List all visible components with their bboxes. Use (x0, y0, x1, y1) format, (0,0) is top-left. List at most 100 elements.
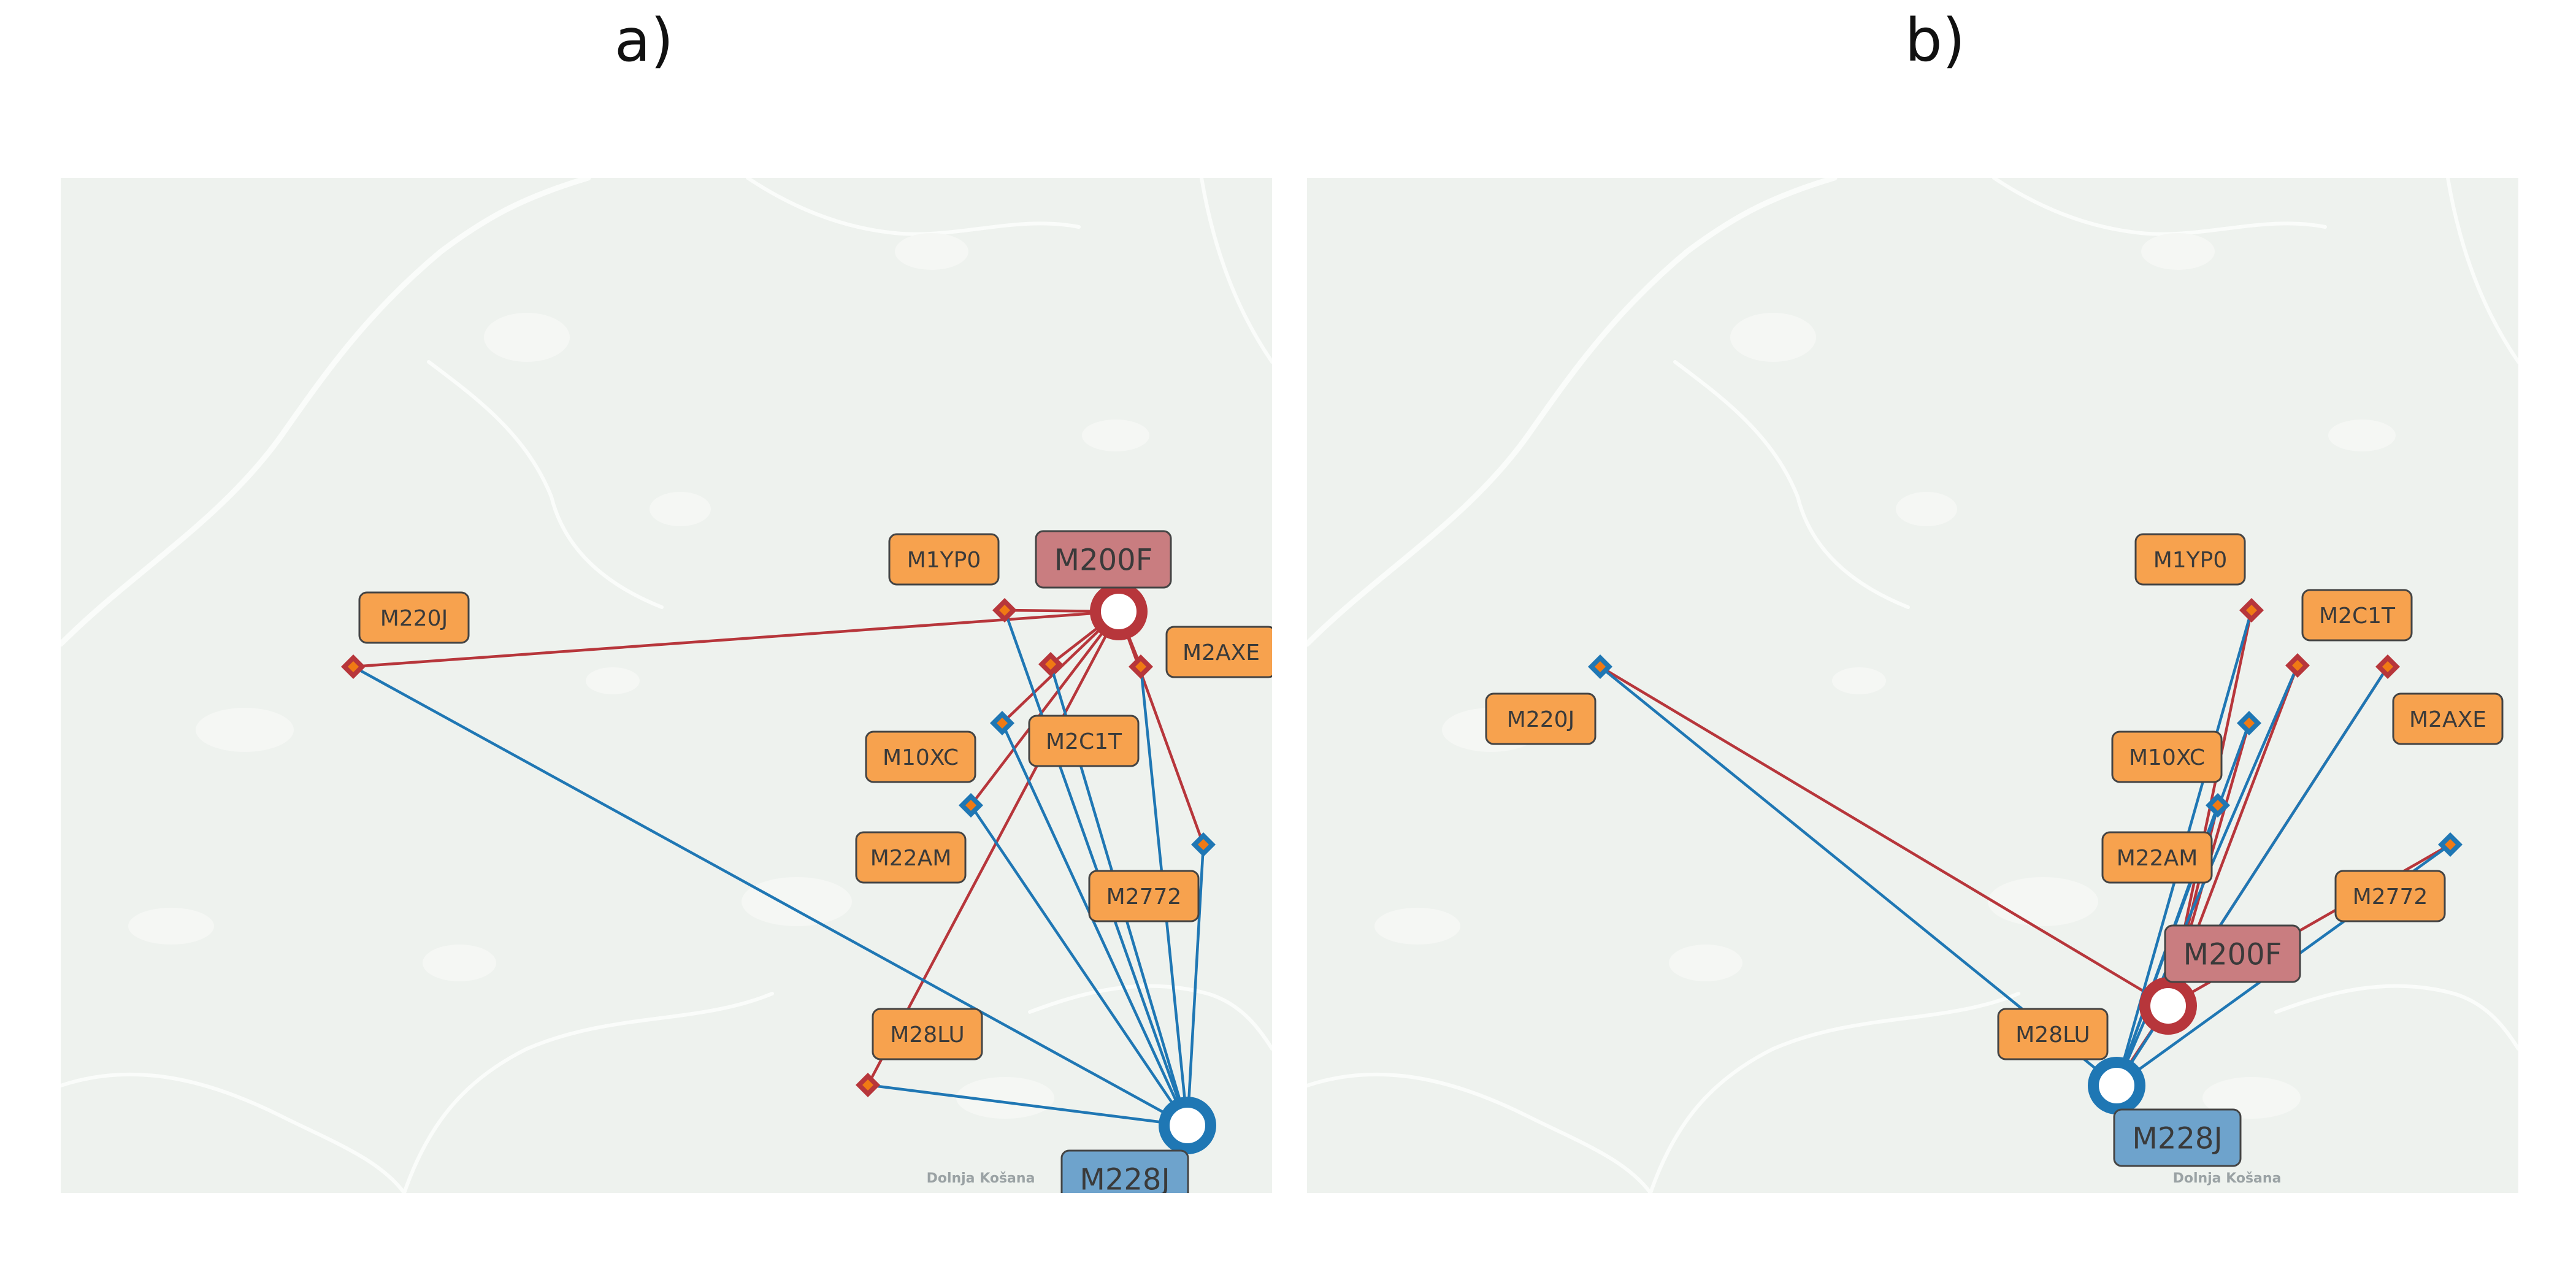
map-patch (650, 492, 711, 526)
station-label-M2AXE-text: M2AXE (2409, 707, 2486, 732)
station-label-M220J-box (1485, 692, 1597, 745)
map-place-label: Dolnja Košana (927, 1171, 1035, 1186)
station-marker-M2772[interactable] (1191, 832, 1216, 857)
map-patch (2141, 233, 2215, 270)
map-background (61, 178, 1272, 1193)
station-label-M10XC-box (865, 730, 976, 783)
source-ring-icon[interactable] (2139, 977, 2197, 1035)
station-marker-M10XC[interactable] (2237, 711, 2261, 735)
link-sink-M1YP0 (1003, 610, 1189, 1126)
station-label-M10XC-box (2111, 730, 2223, 783)
station-label-M1YP0-text: M1YP0 (907, 548, 981, 573)
station-label-M28LU-box (1997, 1008, 2109, 1060)
station-marker-M2C1T[interactable] (1038, 652, 1063, 677)
station-label-M1YP0-box (2134, 533, 2246, 586)
map-background (1307, 178, 2518, 1193)
station-label-M2C1T: M2C1T (2301, 589, 2413, 642)
diamond-core (2292, 660, 2303, 671)
diamond-core (348, 661, 359, 672)
map-road (746, 178, 1081, 236)
station-marker-M2AXE[interactable] (2375, 654, 2400, 679)
sink-ring-icon[interactable] (2088, 1057, 2145, 1114)
map-patch (1896, 492, 1957, 526)
station-marker-M2AXE[interactable] (1129, 654, 1153, 679)
diamond-core (1135, 661, 1146, 672)
station-label-M10XC: M10XC (2111, 730, 2223, 783)
map-patch (1988, 877, 2098, 926)
station-marker-M22AM[interactable] (959, 793, 983, 818)
station-label-M2AXE-box (1165, 626, 1272, 678)
map-road (1028, 984, 1272, 1051)
map-road (1992, 178, 2327, 236)
map-patch (484, 313, 570, 362)
station-label-M28LU: M28LU (1997, 1008, 2109, 1060)
source-label-box (1035, 530, 1172, 589)
sink-label-text: M228J (2132, 1121, 2222, 1156)
station-marker-M10XC[interactable] (990, 711, 1014, 735)
map-patch (128, 908, 214, 945)
station-label-M1YP0: M1YP0 (2134, 533, 2246, 586)
map-road (427, 360, 664, 609)
station-label-M22AM: M22AM (2101, 831, 2213, 884)
station-marker-M220J[interactable] (1588, 654, 1612, 679)
map-patch (895, 233, 968, 270)
link-source-M22AM (970, 610, 1120, 807)
station-label-M10XC: M10XC (865, 730, 976, 783)
link-sink-M10XC (1000, 723, 1189, 1126)
map-road (402, 992, 774, 1193)
map-patch (1730, 313, 1816, 362)
sink-label-text: M228J (1079, 1162, 1170, 1193)
diamond-core (1045, 659, 1056, 670)
sink-label-box (1060, 1149, 1189, 1193)
station-label-M28LU-text: M28LU (890, 1022, 964, 1048)
station-marker-M2C1T[interactable] (2285, 653, 2310, 678)
station-label-M28LU: M28LU (872, 1008, 983, 1060)
link-sink-M2772 (1186, 844, 1205, 1126)
station-label-M22AM-box (2101, 831, 2213, 884)
station-label-M2C1T: M2C1T (1028, 715, 1140, 767)
station-label-M220J-text: M220J (380, 606, 448, 631)
station-marker-M220J[interactable] (341, 654, 366, 679)
station-label-M2AXE-box (2392, 692, 2504, 745)
station-label-M2772-text: M2772 (1106, 884, 1182, 910)
sink-label-box (2113, 1108, 2242, 1167)
station-label-M2AXE-text: M2AXE (1183, 640, 1260, 665)
link-sink-M28LU (867, 1083, 1188, 1127)
station-label-M28LU-text: M28LU (2015, 1022, 2090, 1048)
station-marker-M22AM[interactable] (2206, 793, 2230, 818)
map-patch (1082, 420, 1149, 451)
map-road (1673, 360, 1910, 609)
map-svg-b: Dolnja KošanaM1YP0M220JM2C1TM2AXEM10XCM2… (1307, 178, 2518, 1193)
link-sink-M220J (352, 665, 1189, 1127)
station-label-M2C1T-box (1028, 715, 1140, 767)
sink-ring-icon[interactable] (1159, 1097, 1216, 1154)
station-marker-M2772[interactable] (2438, 832, 2463, 857)
link-sink-M22AM (970, 804, 1189, 1127)
link-source-M2772 (1117, 611, 1205, 845)
station-label-M22AM-text: M22AM (2117, 846, 2198, 871)
map-patch (1669, 945, 1742, 981)
station-marker-M1YP0[interactable] (992, 598, 1017, 623)
station-label-M220J-box (358, 591, 470, 644)
station-label-M220J: M220J (358, 591, 470, 644)
source-label-text: M200F (2183, 937, 2282, 972)
diamond-core (2244, 718, 2255, 729)
station-marker-M28LU[interactable] (856, 1073, 880, 1097)
panel-a-title: a) (614, 6, 674, 75)
diamond-core (2246, 605, 2257, 616)
station-label-M2C1T-text: M2C1T (1046, 729, 1122, 754)
diamond-core (862, 1079, 873, 1091)
station-label-M10XC-text: M10XC (2129, 745, 2205, 770)
link-source-M28LU (867, 610, 1120, 1086)
station-label-M1YP0-text: M1YP0 (2153, 548, 2228, 573)
station-marker-M1YP0[interactable] (2239, 598, 2264, 623)
map-road (1200, 178, 1272, 364)
map-patch (956, 1077, 1054, 1119)
diamond-core (1595, 661, 1606, 672)
map-road (1649, 992, 2020, 1193)
source-ring-icon[interactable] (1090, 583, 1148, 640)
diamond-core (999, 605, 1010, 616)
